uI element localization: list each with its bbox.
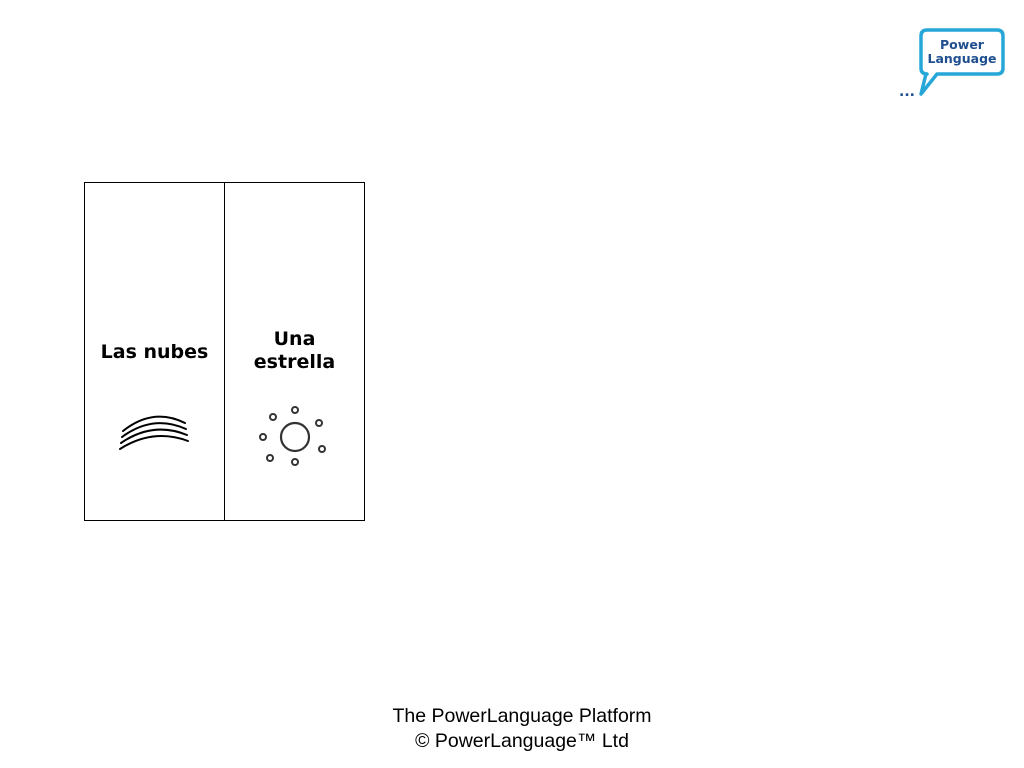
logo-dots: ...: [899, 84, 915, 100]
logo-text-language: Language: [927, 51, 996, 66]
star-icon: [258, 406, 326, 466]
speech-bubble-icon: Power Language ...: [899, 28, 1005, 100]
clouds-icon: [118, 415, 189, 450]
footer-copyright: The PowerLanguage Platform © PowerLangua…: [312, 704, 732, 754]
vocabulary-card-grid: Las nubes Una estrella: [84, 182, 365, 521]
vocabulary-card-star: Una estrella: [224, 183, 364, 520]
logo-text-power: Power: [940, 37, 985, 52]
card-label-line: estrella: [253, 351, 336, 373]
vocabulary-card-clouds: Las nubes: [85, 183, 224, 520]
card-label: Una estrella: [225, 328, 364, 374]
card-label-line: Una: [273, 328, 316, 350]
card-label-text: Las nubes: [100, 341, 209, 363]
footer-platform-name: The PowerLanguage Platform: [392, 705, 652, 727]
card-label: Las nubes: [85, 341, 224, 364]
footer-copyright-notice: © PowerLanguage™ Ltd: [415, 730, 629, 752]
powerlanguage-logo: Power Language ...: [895, 26, 1007, 100]
